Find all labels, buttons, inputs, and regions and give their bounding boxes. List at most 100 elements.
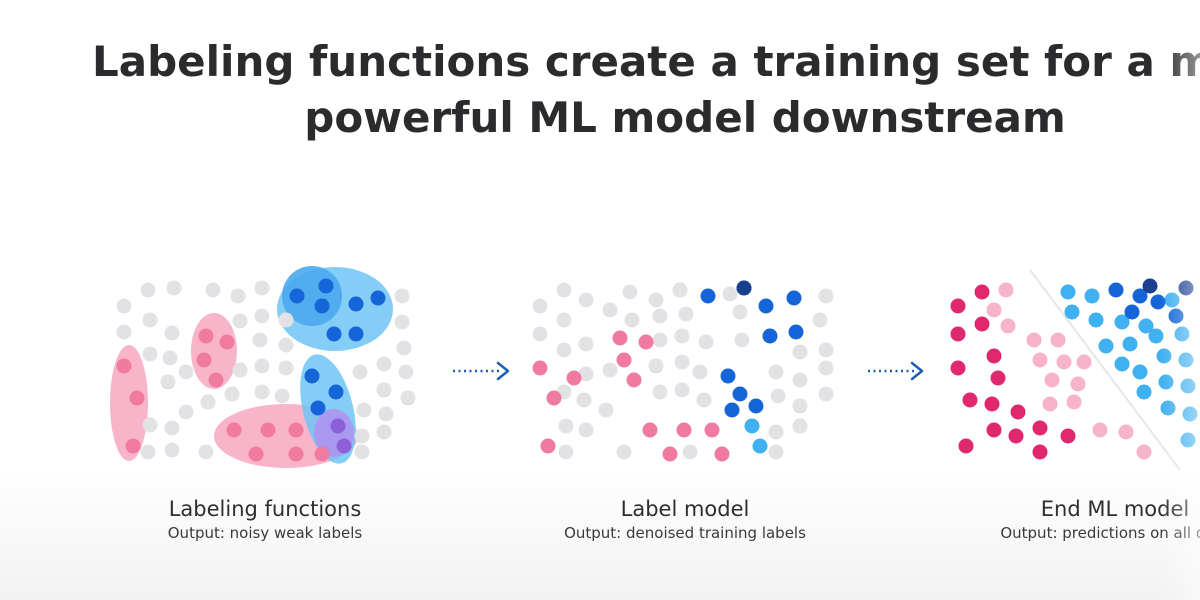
pink-predicted-point	[1032, 444, 1048, 460]
unlabeled-point	[692, 364, 708, 380]
unlabeled-point	[166, 280, 182, 296]
blue-predicted-point	[1168, 308, 1184, 324]
light-blue-predicted-point	[1084, 288, 1100, 304]
conflict-point	[330, 418, 346, 434]
light-blue-predicted-point	[1114, 356, 1130, 372]
dotted-right-arrow-icon	[453, 361, 510, 381]
unlabeled-point	[578, 422, 594, 438]
pink-labeled-point	[196, 352, 212, 368]
unlabeled-point	[558, 418, 574, 434]
unlabeled-point	[254, 308, 270, 324]
blue-labeled-point	[700, 288, 716, 304]
blue-labeled-point	[786, 290, 802, 306]
pink-predicted-point	[990, 370, 1006, 386]
light-blue-predicted-point	[1088, 312, 1104, 328]
light-blue-predicted-point	[1158, 374, 1174, 390]
unlabeled-point	[354, 444, 370, 460]
blue-predicted-point	[1108, 282, 1124, 298]
pink-labeled-point	[248, 446, 264, 462]
pink-predicted-point	[1010, 404, 1026, 420]
light-blue-predicted-point	[1136, 384, 1152, 400]
pink-labeled-point	[226, 422, 242, 438]
unlabeled-point	[278, 312, 294, 328]
blue-labeled-point	[314, 298, 330, 314]
pink-predicted-point	[974, 316, 990, 332]
unlabeled-point	[768, 444, 784, 460]
unlabeled-point	[556, 312, 572, 328]
unlabeled-point	[598, 402, 614, 418]
unlabeled-point	[142, 417, 158, 433]
conflict-point	[336, 438, 352, 454]
unlabeled-point	[616, 444, 632, 460]
pink-labeled-point	[288, 446, 304, 462]
unlabeled-point	[116, 298, 132, 314]
stage-output: Output: noisy weak labels	[167, 524, 363, 542]
light-pink-predicted-point	[1076, 354, 1092, 370]
blue-labeled-point	[762, 328, 778, 344]
light-blue-predicted-point	[1174, 326, 1190, 342]
light-blue-predicted-point	[1160, 400, 1176, 416]
blue-labeled-point	[289, 288, 305, 304]
title-line-2: powerful ML model downstream	[304, 93, 1066, 142]
unlabeled-point	[576, 392, 592, 408]
unlabeled-point	[278, 360, 294, 376]
unlabeled-point	[652, 332, 668, 348]
dotted-right-arrow-icon	[868, 361, 924, 381]
unlabeled-point	[770, 388, 786, 404]
pink-labeled-point	[219, 334, 235, 350]
unlabeled-point	[352, 364, 368, 380]
pink-labeled-point	[638, 334, 654, 350]
light-pink-predicted-point	[1032, 352, 1048, 368]
blue-labeled-point	[310, 400, 326, 416]
unlabeled-point	[652, 384, 668, 400]
unlabeled-point	[674, 354, 690, 370]
unlabeled-point	[356, 402, 372, 418]
light-pink-predicted-point	[1044, 372, 1060, 388]
pink-predicted-point	[1060, 428, 1076, 444]
pink-predicted-point	[950, 326, 966, 342]
pink-labeled-point	[288, 422, 304, 438]
unlabeled-point	[818, 386, 834, 402]
unlabeled-point	[376, 356, 392, 372]
stage-caption-label-model: Label model Output: denoised training la…	[530, 496, 840, 544]
unlabeled-point	[142, 312, 158, 328]
unlabeled-point	[674, 328, 690, 344]
unlabeled-point	[768, 424, 784, 440]
pink-predicted-point	[1032, 420, 1048, 436]
unlabeled-point	[792, 372, 808, 388]
title-line-1: Labeling functions create a training set…	[92, 37, 1200, 86]
unlabeled-point	[732, 304, 748, 320]
blue-labeled-point	[326, 326, 342, 342]
blue-labeled-point	[318, 278, 334, 294]
label-model-panel	[532, 280, 834, 462]
light-blue-predicted-point	[1180, 432, 1196, 448]
unlabeled-point	[160, 374, 176, 390]
unlabeled-point	[556, 342, 572, 358]
unlabeled-point	[252, 332, 268, 348]
unlabeled-point	[622, 284, 638, 300]
light-blue-predicted-point	[1098, 338, 1114, 354]
unlabeled-point	[696, 392, 712, 408]
light-blue-predicted-point	[1180, 378, 1196, 394]
unlabeled-point	[578, 292, 594, 308]
blue-labeled-point	[304, 368, 320, 384]
unlabeled-point	[812, 312, 828, 328]
light-pink-predicted-point	[986, 302, 1002, 318]
pink-labeled-point	[314, 446, 330, 462]
unlabeled-point	[818, 288, 834, 304]
light-blue-predicted-point	[1132, 364, 1148, 380]
unlabeled-point	[578, 366, 594, 382]
unlabeled-point	[376, 382, 392, 398]
unlabeled-point	[792, 344, 808, 360]
unlabeled-point	[378, 406, 394, 422]
unlabeled-point	[394, 314, 410, 330]
light-pink-predicted-point	[1026, 332, 1042, 348]
unlabeled-point	[178, 404, 194, 420]
pink-labeled-point	[626, 372, 642, 388]
page-title: Labeling functions create a training set…	[0, 34, 1200, 146]
pink-labeled-point	[260, 422, 276, 438]
unlabeled-point	[254, 384, 270, 400]
blue-labeled-point	[788, 324, 804, 340]
unlabeled-point	[648, 358, 664, 374]
